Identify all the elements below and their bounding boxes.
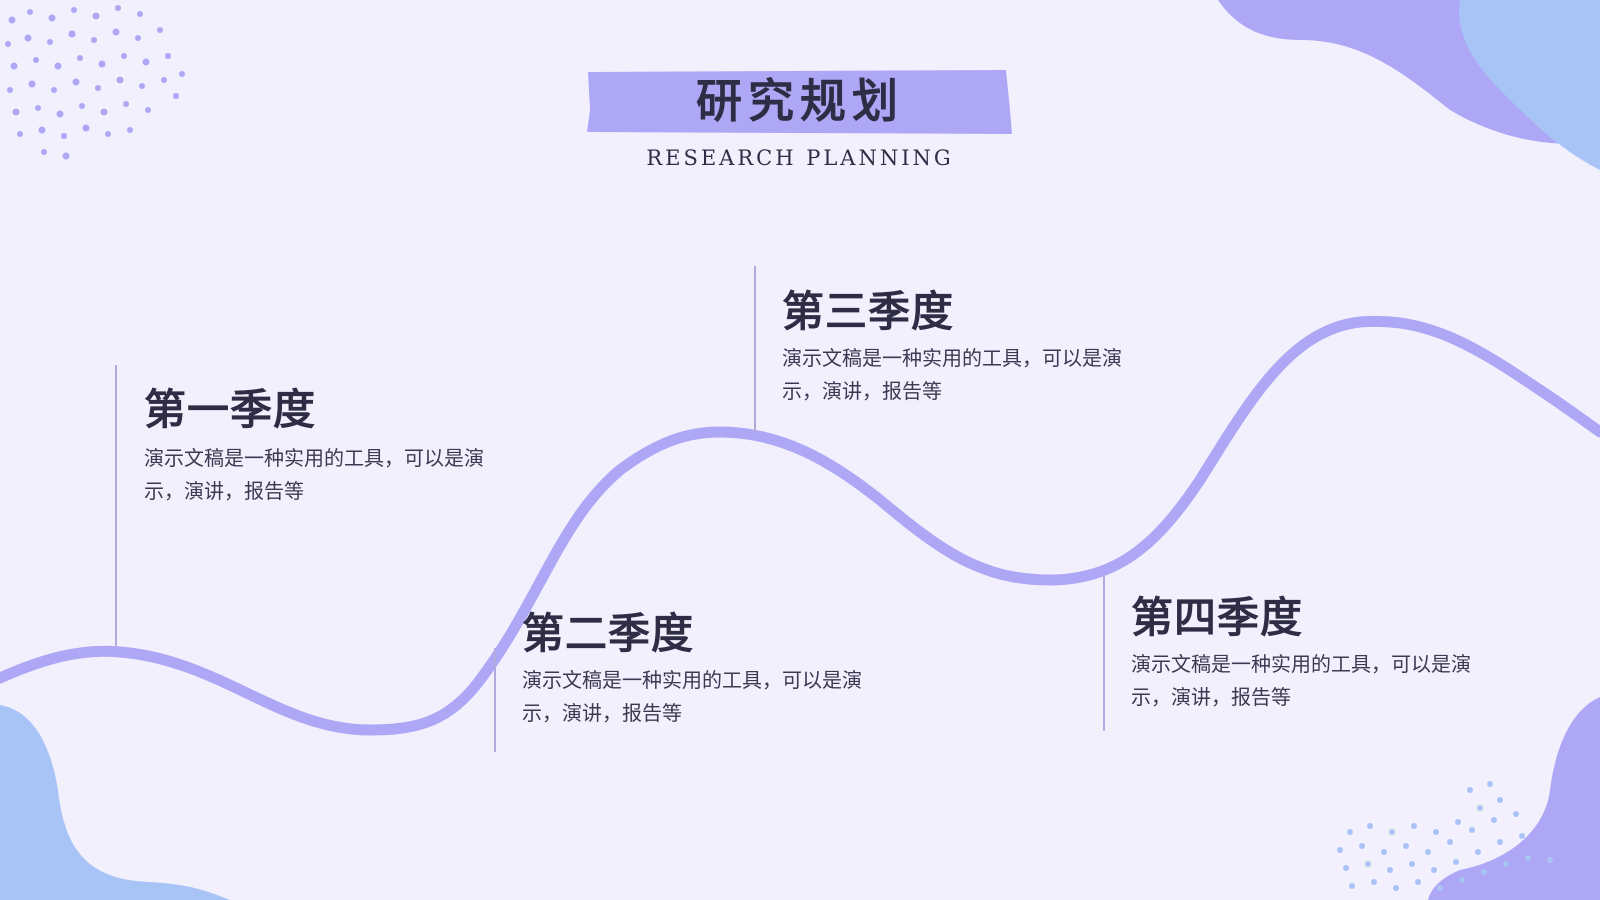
dot-pattern-bottom-right xyxy=(1337,781,1553,891)
page-title: 研究规划 xyxy=(696,74,904,128)
dot-pattern-top-left xyxy=(5,5,185,160)
quarter-2-description: 演示文稿是一种实用的工具，可以是演示，演讲，报告等 xyxy=(522,668,862,725)
divider-q4 xyxy=(1103,574,1105,731)
bottom-right-purple-blob xyxy=(1428,697,1600,900)
quarter-3-title: 第三季度 xyxy=(782,287,955,336)
quarter-1-title: 第一季度 xyxy=(144,385,317,434)
divider-q1 xyxy=(115,365,117,647)
quarter-1-description: 演示文稿是一种实用的工具，可以是演示，演讲，报告等 xyxy=(144,446,484,503)
bottom-left-blue-blob xyxy=(0,705,230,900)
top-right-blue-blob xyxy=(1459,0,1600,170)
divider-q2 xyxy=(494,648,496,752)
page-subtitle: RESEARCH PLANNING xyxy=(646,146,954,170)
title-brush-band xyxy=(587,70,1012,134)
quarter-2-title: 第二季度 xyxy=(522,609,695,658)
quarter-4-title: 第四季度 xyxy=(1131,593,1304,642)
timeline-wave xyxy=(0,315,1600,736)
quarter-3-description: 演示文稿是一种实用的工具，可以是演示，演讲，报告等 xyxy=(782,346,1122,403)
quarter-4-description: 演示文稿是一种实用的工具，可以是演示，演讲，报告等 xyxy=(1131,652,1471,709)
divider-q3 xyxy=(754,266,756,432)
